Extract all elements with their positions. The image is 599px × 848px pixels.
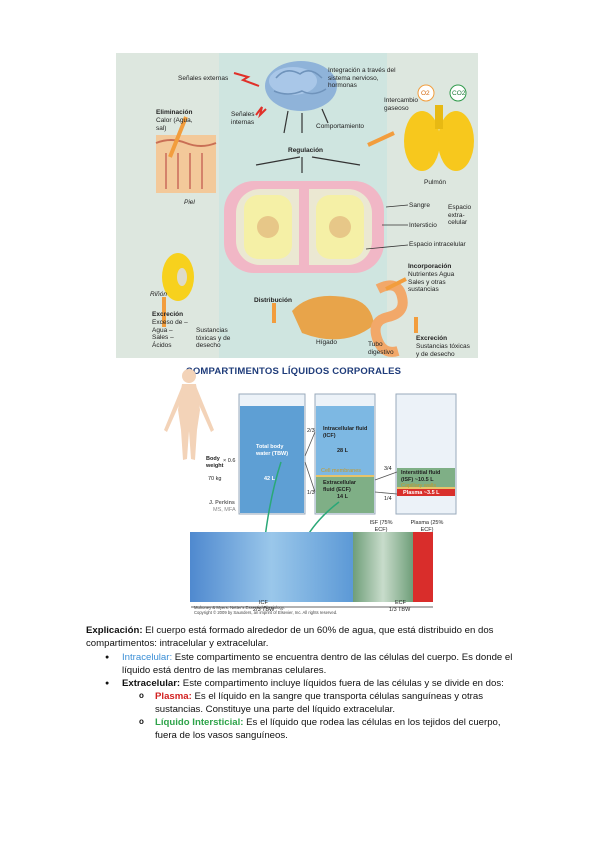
label-icf-value: 28 L [337,448,349,454]
label-kidney: Riñón [150,291,167,298]
label-ecf-value: 14 L [337,494,349,500]
label-external-signals: Señales externas [178,75,229,82]
label-skin: Piel [184,199,195,206]
label-bar-icf-fraction: 2/3 TBW [253,607,275,613]
label-excretion-gut: Excreción [416,335,448,342]
label-o2: O2 [421,90,430,97]
label-elimination: Eliminación [156,109,193,116]
label-excretion-gut-items: Sustancias tóxicas y de desecho [416,343,470,358]
label-bar-plasma: Plasma (25% ECF) [410,520,444,533]
compartment-list: Intracelular: Este compartimento se encu… [86,651,516,742]
label-cell-membranes: Cell membranes [321,468,362,474]
label-capillary-walls: Capillary walls [401,483,437,489]
figure-title: COMPARTIMENTOS LÍQUIDOS CORPORALES [185,366,402,377]
label-liver: Hígado [316,339,337,346]
intracellular-label: Intracelular: [122,652,173,663]
label-bar-isf: ISF (75% ECF) [369,520,393,533]
plasma-text: Es el líquido en la sangre que transport… [155,691,483,715]
label-weight: 70 kg [208,476,222,482]
label-incorporation-items: Nutrientes Agua Sales y otras sustancias [408,271,455,293]
extracellular-text: Este compartimento incluye líquidos fuer… [180,678,504,689]
label-co2: CO2 [452,90,466,97]
label-excretion-kidney: Excreción [152,311,184,318]
label-digestive-tube: Tubo digestivo [368,341,394,356]
label-lung: Pulmón [424,179,447,186]
label-tbw-value: 42 L [264,476,276,482]
extracellular-label: Extracelular: [122,678,181,689]
label-behavior: Comportamiento [316,123,365,130]
label-tbw: Total body water (TBW) [256,444,289,457]
label-author: J. Perkins [209,500,235,506]
label-elimination-items: Calor (Agua, sal) [156,117,193,132]
label-body-weight: Body weight [206,456,224,469]
label-distribution: Distribución [254,297,292,304]
label-incorporation: Incorporación [408,263,452,270]
label-isf: Interstitial fluid (ISF) ~10.5 L [401,470,441,483]
label-excretion-kidney-extra: Sustancias tóxicas y de desecho [196,327,231,349]
label-interstitium: Intersticio [409,222,437,229]
label-bar-icf: ICF [259,600,268,606]
label-three-quarters: 3/4 [384,466,392,472]
interstitial-text: Es el líquido que rodea las células en l… [155,717,501,741]
figure-credit-line-2: Copyright © 2009 by Saunders, an imprint… [194,610,338,615]
label-two-thirds: 2/3 [307,428,315,434]
intro-paragraph: Explicación: El cuerpo está formado alre… [86,624,516,650]
label-integration: Integración a través del sistema nervios… [328,67,396,89]
label-extracellular-space: Espacio extra-celular [448,204,472,226]
label-icf: Intracellular fluid (ICF) [323,426,368,439]
label-blood: Sangre [409,202,430,209]
label-regulation: Regulación [288,147,324,154]
interstitial-label: Líquido Intersticial: [155,717,244,728]
label-plasma-value: Plasma ~3.5 L [403,490,440,496]
fluid-compartments-illustration [164,369,457,608]
label-internal-signals: Señales internas [231,111,255,126]
label-factor: × 0.6 [223,458,236,464]
figure-credit-line-1: Mulroney & Myers: Netter's Essential Phy… [194,605,285,610]
label-one-quarter: 1/4 [384,496,392,502]
label-ecf: Extracellular fluid (ECF) [323,480,357,493]
homeostasis-illustration [155,53,474,358]
plasma-label: Plasma: [155,691,192,702]
intro-label: Explicación: [86,625,143,636]
list-item-plasma: Plasma: Es el líquido en la sangre que t… [139,689,516,716]
label-author-sub: MS, MFA [213,507,236,513]
label-bar-ecf: ECF [395,600,406,606]
label-one-third: 1/3 [307,490,315,496]
extracellular-sublist: Plasma: Es el líquido en la sangre que t… [122,689,516,742]
list-item-intracellular: Intracelular: Este compartimento se encu… [105,651,516,677]
explanation-text: Explicación: El cuerpo está formado alre… [86,624,516,742]
intracellular-text: Este compartimento se encuentra dentro d… [122,652,513,676]
fluid-compartments-figure: COMPARTIMENTOS LÍQUIDOS CORPORALES [109,362,478,620]
label-bar-ecf-fraction: 1/3 TBW [389,607,411,613]
list-item-extracellular: Extracelular: Este compartimento incluye… [105,677,516,742]
label-gas-exchange: Intercambio gaseoso [384,97,418,112]
homeostasis-figure: Señales externas Integración a través de… [116,53,478,358]
intro-text: El cuerpo está formado alrededor de un 6… [86,625,494,649]
label-excretion-kidney-items: Exceso de – Agua – Sales – Ácidos [152,319,188,349]
label-intracellular-space: Espacio intracelular [409,241,466,248]
list-item-interstitial: Líquido Intersticial: Es el líquido que … [139,715,516,742]
